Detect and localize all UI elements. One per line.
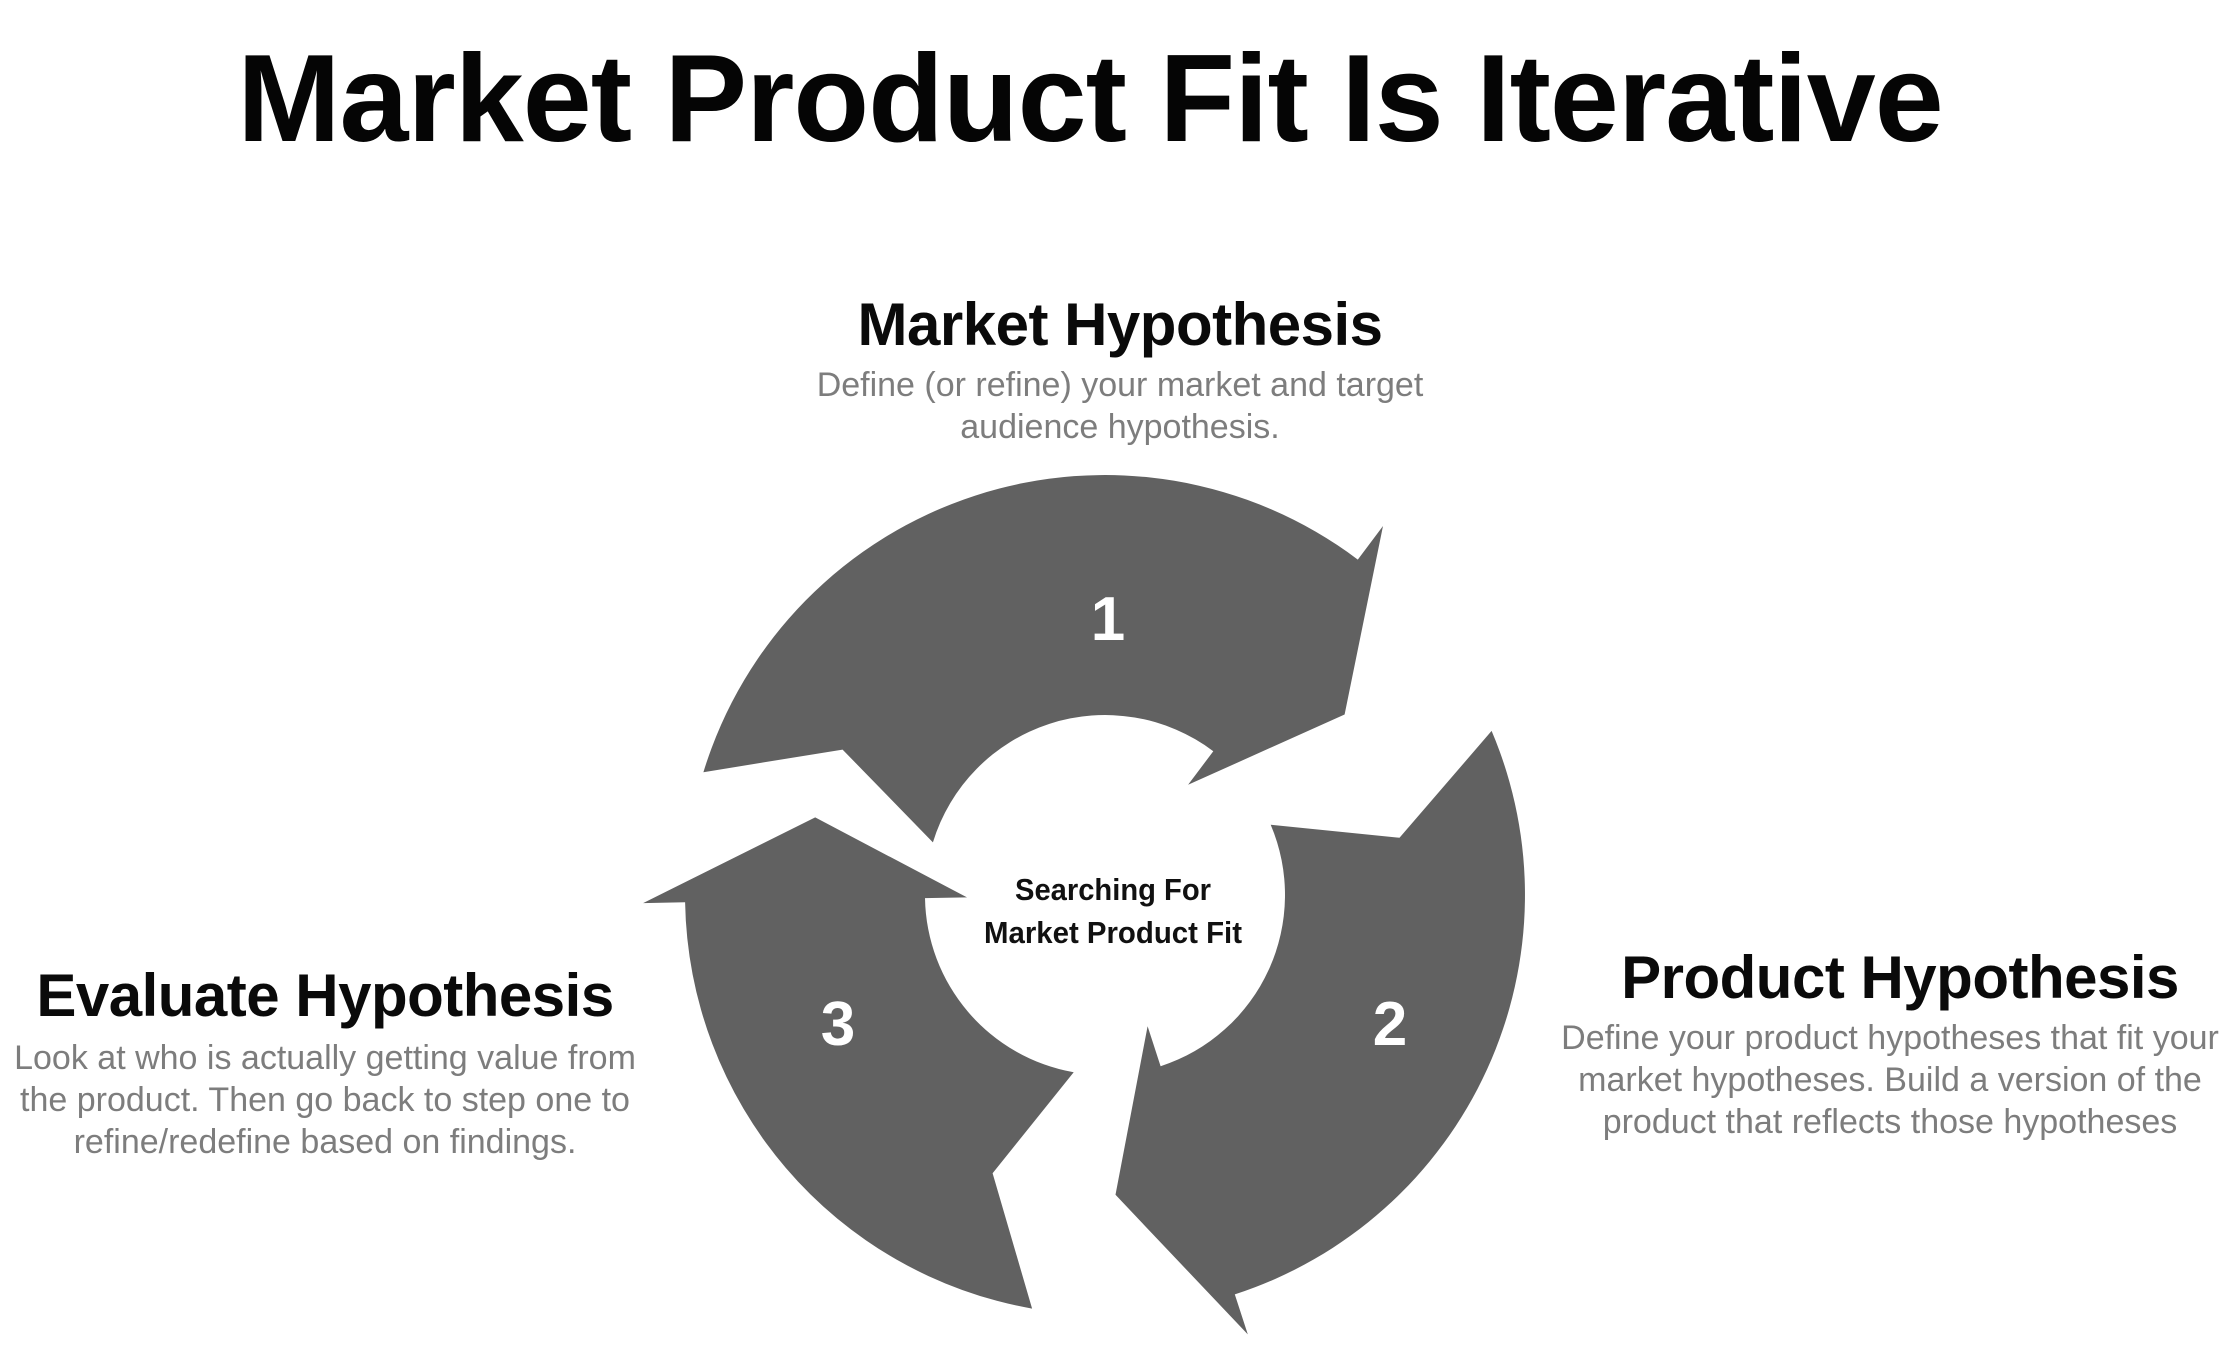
market-hypothesis-description: Define (or refine) your market and targe… [816, 366, 1424, 446]
step-number-3: 3 [821, 990, 855, 1059]
arrow-step-3 [643, 817, 1074, 1309]
center-label-line-1: Searching For [1015, 872, 1211, 907]
step-number-2: 2 [1373, 990, 1407, 1059]
market-hypothesis-title: Market Hypothesis [857, 291, 1384, 358]
arrow-step-2 [1115, 730, 1525, 1335]
product-hypothesis-description: Define your product hypotheses that fit … [1561, 1019, 2219, 1141]
center-label: Searching For Market Product Fit [984, 872, 1242, 950]
product-hypothesis-title: Product Hypothesis [1621, 944, 2179, 1011]
page-title: Market Product Fit Is Iterative [237, 30, 1943, 168]
evaluate-hypothesis-description: Look at who is actually getting value fr… [14, 1039, 636, 1161]
step-numbers: 1 2 3 [821, 585, 1407, 1059]
cycle-arrows [643, 475, 1525, 1335]
evaluate-hypothesis-title: Evaluate Hypothesis [36, 962, 614, 1029]
step-number-1: 1 [1091, 585, 1125, 654]
center-label-line-2: Market Product Fit [984, 915, 1242, 950]
arrow-step-1 [703, 475, 1383, 843]
